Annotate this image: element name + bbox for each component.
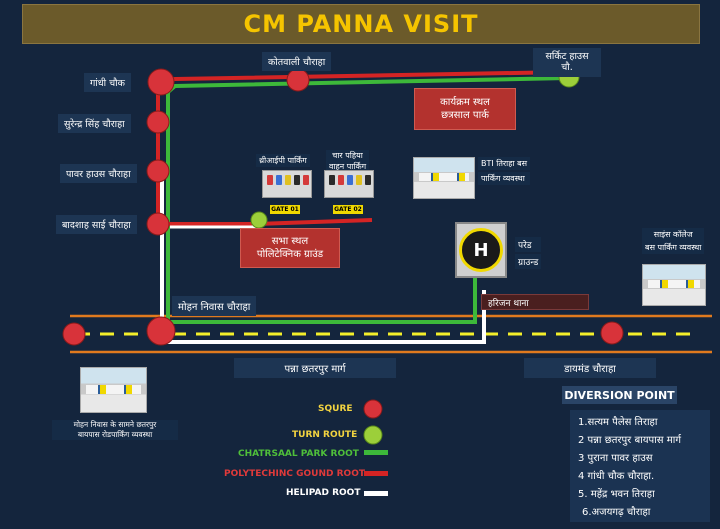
sabha-line1: सभा स्थल [271,235,309,247]
science-line1: साइंस कॉलेज [642,228,705,241]
gate-01: GATE 01 [270,205,300,214]
helipad-tile: H [455,222,507,278]
diversion-item-6: 6.अजयगढ़ चौराहा [582,507,651,518]
legend-white-line [364,491,388,496]
legend-green-line [364,450,388,455]
square-kotwali [286,68,310,92]
diversion-item-5: 5. महेंद्र भवन तिराहा [578,489,655,500]
square-west-end [62,322,86,346]
parking-lot-2 [324,170,374,198]
legend-label-turn: TURN ROUTE [292,430,358,440]
diversion-item-2: 2 पन्ना छतरपुर बायपास मार्ग [578,435,681,446]
label-circuit-house: सर्किट हाउस चौ. [533,48,601,77]
legend-turn-marker [363,425,383,445]
bti-bus-image [413,157,475,199]
sabha-line2: पोलिटेक्निक ग्राउंड [256,249,324,260]
mohan-niwas-bus-image [80,367,147,413]
diversion-item-3: 3 पुराना पावर हाउस [578,453,653,464]
parking-lot-1 [262,170,312,198]
label-gandhi-chowk: गांधी चौक [84,73,131,92]
label-two-wheeler-parking: चार पहिया वाहन पार्किंग [326,150,370,172]
label-mohan-bus-parking: मोहन निवास के सामने छतरपुर बायपास रोडपार… [52,420,178,440]
square-diamond [600,321,624,345]
legend-label-helipad: HELIPAD ROOT [286,488,361,498]
bti-line2: पार्किंग व्यवस्था [478,172,531,185]
diversion-list: 1.सत्यम पैलेस तिराहा 2 पन्ना छतरपुर बायप… [570,410,710,522]
legend: SQURE TURN ROUTE CHATRSAAL PARK ROOT POL… [224,398,400,502]
page-title: CM PANNA VISIT [243,10,479,38]
legend-label-square: SQURE [318,404,353,414]
helipad-route [160,180,486,344]
mohan-bus-line2: बायपास रोडपार्किंग व्यवस्था [52,430,178,440]
label-bti-parking: BTI तिराहा बस पार्किंग व्यवस्था [478,157,531,185]
parade-line1: परेड [515,237,542,252]
title-bar: CM PANNA VISIT [22,4,700,44]
legend-markers [363,399,388,496]
parade-line2: ग्राउन्ड [515,254,542,269]
diversion-item-4: 4 गांधी चौक चौराहा. [578,471,655,482]
diversion-heading: DIVERSION POINT [562,386,677,404]
square-power-house [146,159,170,183]
legend-red-line [364,471,388,476]
gate-02: GATE 02 [333,205,363,214]
sabha-sthal-box: सभा स्थल पोलिटेक्निक ग्राउंड [240,228,340,268]
square-badshah-sai [146,212,170,236]
square-surendra-singh [146,110,170,134]
karyakram-sthal-box: कार्यक्रम स्थल छत्रसाल पार्क [414,88,516,130]
legend-label-chatrsaal: CHATRSAAL PARK ROOT [238,449,359,459]
square-mohan-niwas [146,316,176,346]
label-diamond-chowk: डायमंड चौराहा [524,358,656,378]
diversion-item-1: 1.सत्यम पैलेस तिराहा [578,417,658,428]
chatrsaal-park-route [166,76,569,324]
label-three-ip-parking: थ्रीआईपी पार्किंग [256,154,310,167]
helipad-icon: H [459,228,503,272]
mohan-bus-line1: मोहन निवास के सामने छतरपुर [52,420,178,430]
science-line2: बस पार्किंग व्यवस्था [642,241,705,254]
label-science-college: साइंस कॉलेज बस पार्किंग व्यवस्था [642,228,705,254]
science-college-bus-image [642,264,706,306]
two-wheeler-line1: चार पहिया [326,150,370,161]
label-badshah-sai: बादशाह साई चौराहा [56,215,137,234]
polytechnic-ground-route [156,70,569,226]
label-parade-ground: परेड ग्राउन्ड [515,237,542,269]
label-kotwali: कोतवाली चौराहा [262,52,332,71]
legend-label-polytechnic: POLYTECHINC GOUND ROOT [224,469,365,479]
bti-line1: BTI तिराहा बस [478,157,531,170]
two-wheeler-line2: वाहन पार्किंग [326,161,370,172]
square-gandhi-chowk [147,68,175,96]
karyakram-line2: छत्रसाल पार्क [441,110,489,121]
label-power-house: पावर हाउस चौराहा [60,164,137,183]
label-surendra-singh: सुरेन्द्र सिंह चौराहा [58,114,131,133]
turn-sabha-sthal [250,211,268,229]
label-panna-chhatarpur-marg: पन्ना छतरपुर मार्ग [234,358,396,378]
legend-square-marker [363,399,383,419]
label-mohan-niwas: मोहन निवास चौराहा [172,296,257,316]
harijan-thana-label: हरिजन थाना [481,294,589,310]
karyakram-line1: कार्यक्रम स्थल [440,96,490,108]
